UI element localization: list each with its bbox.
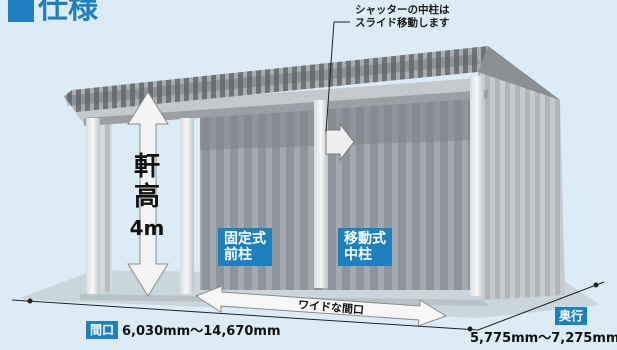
frontage-dimension-line [11, 299, 479, 331]
eave-height-value: 4m [129, 216, 165, 240]
callout-line-2: スライド移動します [355, 17, 450, 30]
eave-height-char-2: 高 [134, 182, 161, 212]
right-side-wall [478, 70, 565, 300]
moving-post-tag: 移動式 中柱 [338, 228, 392, 266]
section-heading: 仕様 [8, 0, 98, 24]
moving-post-tag-line-2: 中柱 [344, 247, 372, 263]
depth-dimension-line [477, 281, 605, 331]
slide-callout: シャッターの中柱は スライド移動します [355, 4, 450, 30]
callout-leader [325, 21, 350, 133]
frontage-badge: 間口 [86, 320, 119, 339]
frontage-value: 6,030mm〜14,670mm [122, 324, 281, 339]
heading-square-icon [8, 0, 34, 22]
eave-height-label: 軒 高 4m [130, 152, 165, 242]
moving-center-post [314, 100, 328, 288]
moving-post-tag-line-1: 移動式 [344, 231, 386, 247]
fixed-post-tag-line-2: 前柱 [224, 247, 252, 263]
depth-badge: 奥行 [555, 307, 588, 325]
slide-arrow [325, 122, 355, 162]
frontage-dimension: 間口 6,030mm〜14,670mm [86, 320, 281, 339]
depth-value: 5,775mm〜7,275mm [470, 331, 617, 346]
fixed-post-tag-line-1: 固定式 [224, 231, 266, 247]
right-front-post [470, 76, 484, 296]
fixed-front-post [180, 118, 194, 294]
callout-line-1: シャッターの中柱は [355, 4, 450, 16]
roof [64, 46, 560, 112]
height-arrow [127, 91, 169, 297]
left-front-post [86, 118, 100, 296]
fixed-post-tag: 固定式 前柱 [218, 228, 272, 266]
frontage-arrow [194, 285, 448, 327]
eave-height-char-1: 軒 [134, 152, 161, 182]
heading-title: 仕様 [38, 0, 98, 26]
